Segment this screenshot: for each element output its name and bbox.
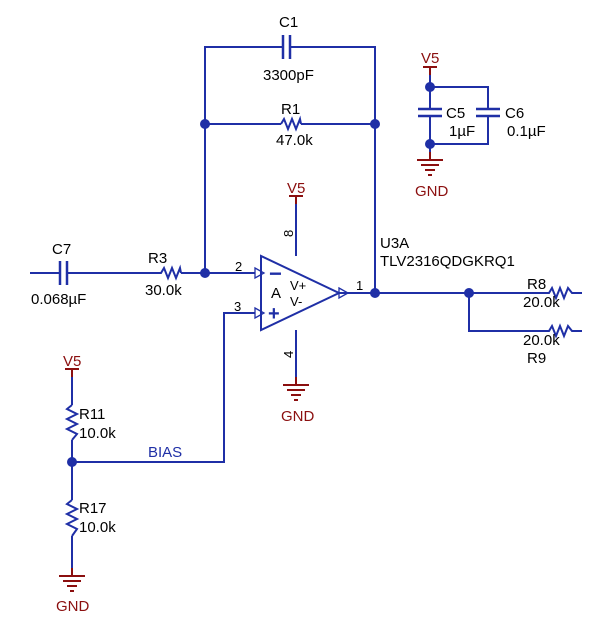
resistor-r1-symbol [280, 115, 302, 132]
v5-label-opamp: V5 [287, 180, 305, 197]
r3-ref: R3 [148, 250, 167, 267]
wire-feedback-left [204, 46, 282, 273]
opamp-part-number: TLV2316QDGKRQ1 [380, 253, 515, 270]
gnd-label-divider: GND [56, 598, 90, 615]
r3-value: 30.0k [145, 282, 182, 299]
opamp-vminus-label: V- [290, 294, 302, 309]
wire-feedback-right [291, 46, 376, 293]
r11-ref: R11 [79, 406, 105, 423]
resistor-r17-symbol [64, 499, 80, 537]
opamp-u3a[interactable]: − + A V+ V- 2 3 1 8 4 U3A TLV2316QDGKRQ1 [234, 230, 515, 358]
r9-value: 20.0k [523, 332, 560, 349]
capacitor-c5-symbol [418, 107, 442, 118]
v5-label-decoupling: V5 [421, 50, 439, 67]
junction-dot [67, 457, 77, 467]
resistor-r8-symbol [529, 285, 582, 301]
gnd-label-opamp: GND [281, 408, 315, 425]
r8-ref: R8 [527, 276, 546, 293]
pin-arrow [254, 266, 266, 280]
opamp-triangle [260, 254, 342, 332]
c5-value: 1µF [449, 123, 475, 140]
opamp-minus-sign: − [269, 261, 282, 286]
r1-value: 47.0k [276, 132, 313, 149]
gnd-label-decoupling: GND [415, 183, 449, 200]
output-pin-arrow [338, 286, 350, 300]
pin-number-noninv: 3 [234, 299, 241, 314]
capacitor-c6-symbol [476, 107, 500, 118]
r17-ref: R17 [79, 500, 107, 517]
net-label-bias: BIAS [148, 444, 182, 461]
c5-ref: C5 [446, 105, 465, 122]
opamp-plus-sign: + [268, 303, 280, 325]
v5-symbol-opamp [289, 195, 303, 204]
pin-number-gnd: 4 [281, 351, 296, 358]
r17-value: 10.0k [79, 519, 116, 536]
capacitor-c1-symbol [281, 35, 292, 59]
wire-v5-decoup [429, 67, 489, 108]
opamp-unit-label: A [271, 285, 281, 302]
r11-value: 10.0k [79, 425, 116, 442]
c1-value: 3300pF [263, 67, 314, 84]
r1-ref: R1 [281, 101, 300, 118]
wire-output-branch [468, 293, 529, 332]
junction-dot [425, 139, 435, 149]
resistor-r3-symbol [141, 264, 182, 281]
v5-symbol-divider [65, 368, 79, 377]
junction-dot [370, 288, 380, 298]
opamp-vplus-label: V+ [290, 278, 306, 293]
resistor-r11-symbol [64, 404, 80, 441]
pin-number-out: 1 [356, 278, 363, 293]
resistor-r9-symbol [529, 323, 582, 339]
ground-icon [417, 152, 443, 176]
ground-icon [59, 568, 85, 592]
junction-dot [200, 119, 210, 129]
c7-value: 0.068µF [31, 291, 86, 308]
r9-ref: R9 [527, 350, 546, 367]
junctions [67, 82, 474, 467]
r8-value: 20.0k [523, 294, 560, 311]
pin-number-inv: 2 [235, 259, 242, 274]
wire-bias [72, 312, 255, 463]
opamp-designator: U3A [380, 235, 409, 252]
pin-arrow [254, 306, 266, 320]
pin-number-vcc: 8 [281, 230, 296, 237]
c6-ref: C6 [505, 105, 524, 122]
c7-ref: C7 [52, 241, 71, 258]
v5-symbol-decoupling [423, 66, 437, 75]
junction-dot [425, 82, 435, 92]
capacitor-c7-symbol [58, 261, 69, 285]
junction-dot [200, 268, 210, 278]
wire-c5-c6-gnd [429, 117, 489, 145]
v5-label-divider: V5 [63, 353, 81, 370]
c1-ref: C1 [279, 14, 298, 31]
junction-dot [370, 119, 380, 129]
ground-icon [283, 377, 309, 401]
junction-dot [464, 288, 474, 298]
c6-value: 0.1µF [507, 123, 546, 140]
